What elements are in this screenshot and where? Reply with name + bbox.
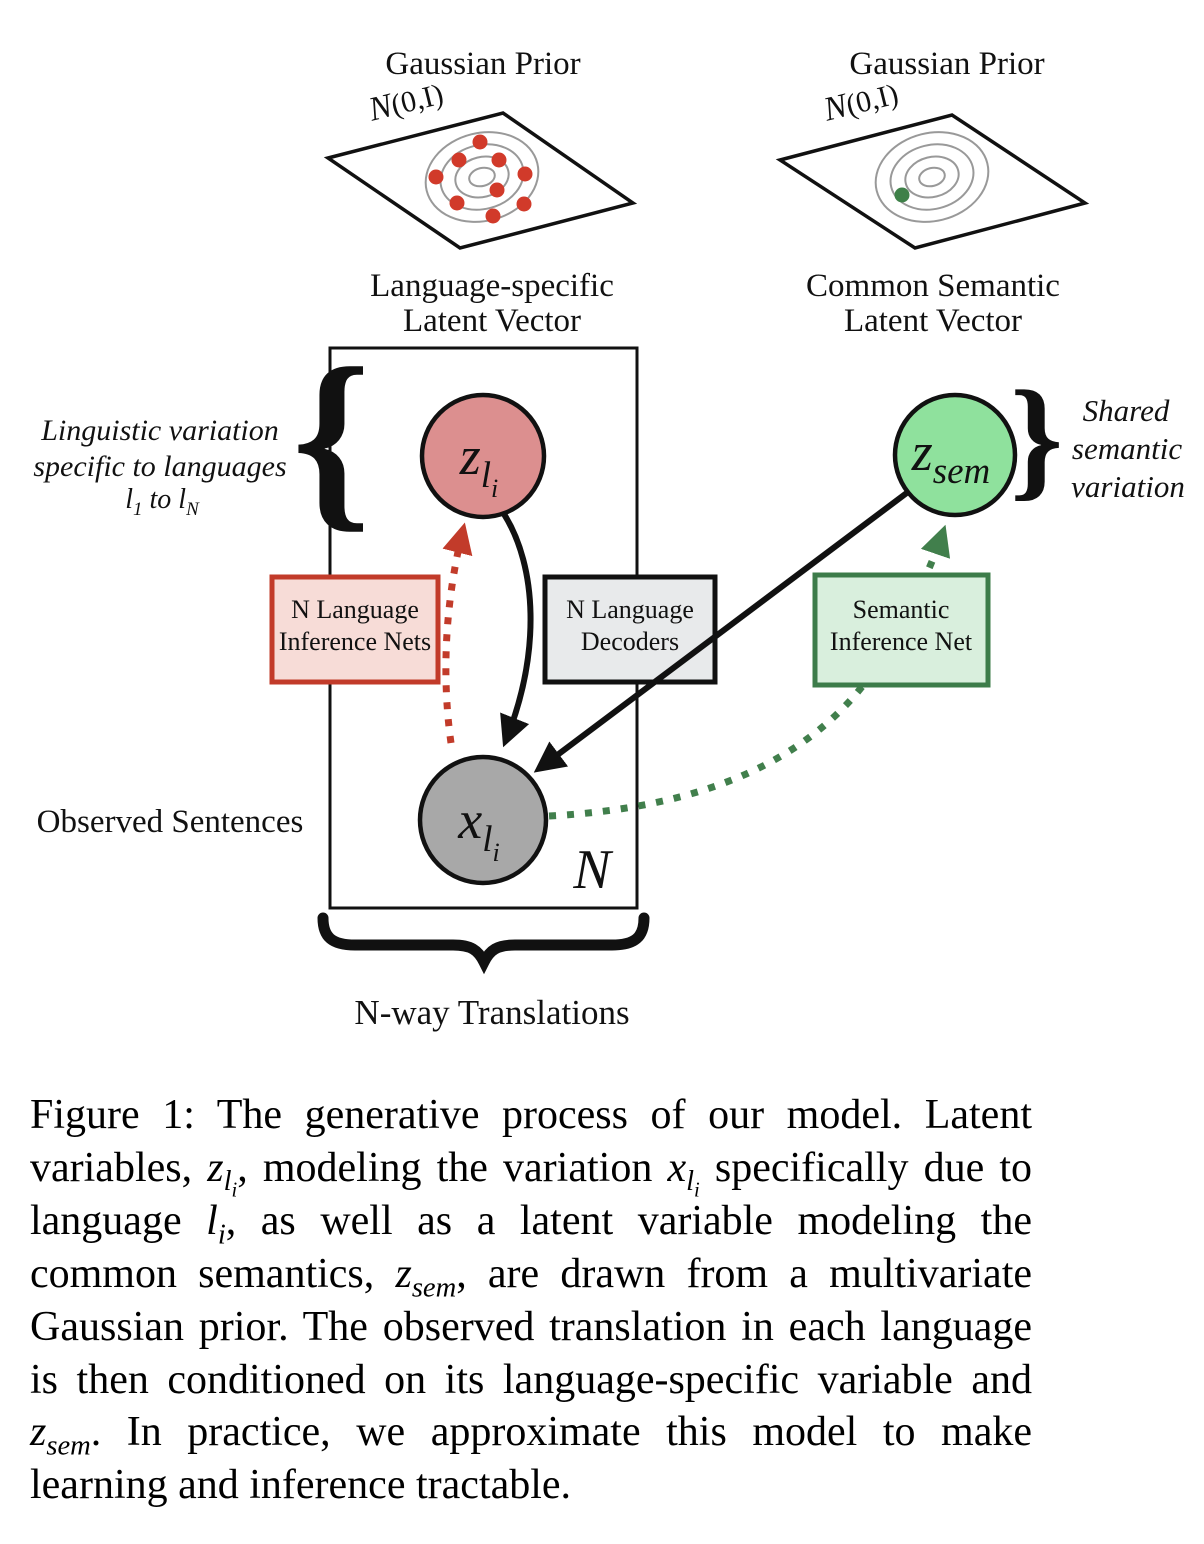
- gaussian-prior-title: Gaussian Prior: [849, 46, 1044, 82]
- generative-model-diagram: Gaussian Prior N(0,I) Gaussian Prior N(0…: [33, 46, 1185, 1032]
- language-decoders-box: N Language Decoders: [542, 574, 718, 685]
- caption-text: , modeling the variation: [237, 1144, 668, 1191]
- language-inference-label-line2: Inference Nets: [279, 627, 431, 656]
- n-way-translations-label: N-way Translations: [354, 993, 629, 1032]
- gaussian-prior-semantic: Gaussian Prior N(0,I): [775, 46, 1090, 250]
- shared-variation-line2: semantic: [1072, 431, 1182, 466]
- language-latent-heading-line1: Language-specific: [370, 268, 614, 304]
- caption-text: specifically due to language: [30, 1144, 1033, 1244]
- bottom-curly-brace: [317, 912, 650, 975]
- shared-variation-line1: Shared: [1083, 393, 1170, 428]
- right-curly-brace: }: [1010, 364, 1063, 513]
- shared-variation-line3: variation: [1071, 469, 1185, 504]
- language-decoders-label-line2: Decoders: [581, 627, 679, 656]
- language-inference-label-line1: N Language: [291, 595, 419, 624]
- linguistic-variation-line2: specific to languages: [33, 450, 286, 483]
- caption-text: . In practice, we approximate this model…: [30, 1409, 1032, 1509]
- node-z-li: [419, 392, 547, 520]
- plane-outline: [775, 113, 1090, 250]
- node-x-li: [417, 754, 549, 886]
- semantic-latent-heading-line1: Common Semantic: [806, 268, 1060, 304]
- figure-1: Gaussian Prior N(0,I) Gaussian Prior N(0…: [30, 46, 1185, 1512]
- generative-arrow-z-li-to-x-li: [500, 512, 534, 748]
- linguistic-variation-line3: l1 to lN: [125, 484, 200, 520]
- node-z-sem: [892, 392, 1018, 518]
- language-latent-heading-line2: Latent Vector: [403, 303, 581, 339]
- node-z-li-label: zli: [459, 426, 499, 503]
- observed-sentences-label: Observed Sentences: [37, 804, 304, 840]
- language-decoders-label-line1: N Language: [566, 595, 694, 624]
- semantic-latent-heading-line2: Latent Vector: [844, 303, 1022, 339]
- language-inference-box: N Language Inference Nets: [269, 574, 441, 685]
- math-l-i: li: [206, 1197, 226, 1251]
- semantic-inference-label-line1: Semantic: [853, 595, 950, 624]
- language-samples-dots: [428, 134, 533, 224]
- semantic-sample-dot: [894, 187, 910, 203]
- caption-text: , are drawn from a multivariate Gaussian…: [30, 1250, 1033, 1403]
- gaussian-prior-language: Gaussian Prior N(0,I): [323, 46, 638, 250]
- linguistic-variation-line1: Linguistic variation: [40, 414, 279, 447]
- node-x-li-label: xli: [457, 790, 499, 867]
- normal-dist-label: N(0,I): [819, 75, 902, 129]
- plate-index-label: N: [572, 839, 613, 901]
- normal-dist-label: N(0,I): [364, 75, 447, 129]
- semantic-inference-label-line2: Inference Net: [830, 627, 973, 656]
- gaussian-prior-title: Gaussian Prior: [385, 46, 580, 82]
- left-curly-brace: {: [292, 328, 371, 549]
- caption-text: Figure 1: The generative process of our …: [30, 1092, 1032, 1191]
- generative-arrow-z-sem-to-x-li: [533, 489, 910, 773]
- plane-outline: [323, 111, 638, 250]
- inference-arrow-x-to-z-li: [442, 522, 473, 744]
- math-z-sem: zsem: [395, 1250, 457, 1304]
- node-z-sem-label: zsem: [911, 422, 991, 492]
- math-z-li: zli: [207, 1144, 238, 1202]
- gaussian-contours: [874, 131, 990, 223]
- figure-caption: Figure 1: The generative process of our …: [30, 1089, 1032, 1512]
- math-z-sem: zsem: [30, 1409, 91, 1462]
- caption-text: , as well as a latent variable modeling …: [30, 1197, 1032, 1297]
- math-x-li: xli: [667, 1144, 700, 1202]
- semantic-inference-box: Semantic Inference Net: [812, 572, 991, 688]
